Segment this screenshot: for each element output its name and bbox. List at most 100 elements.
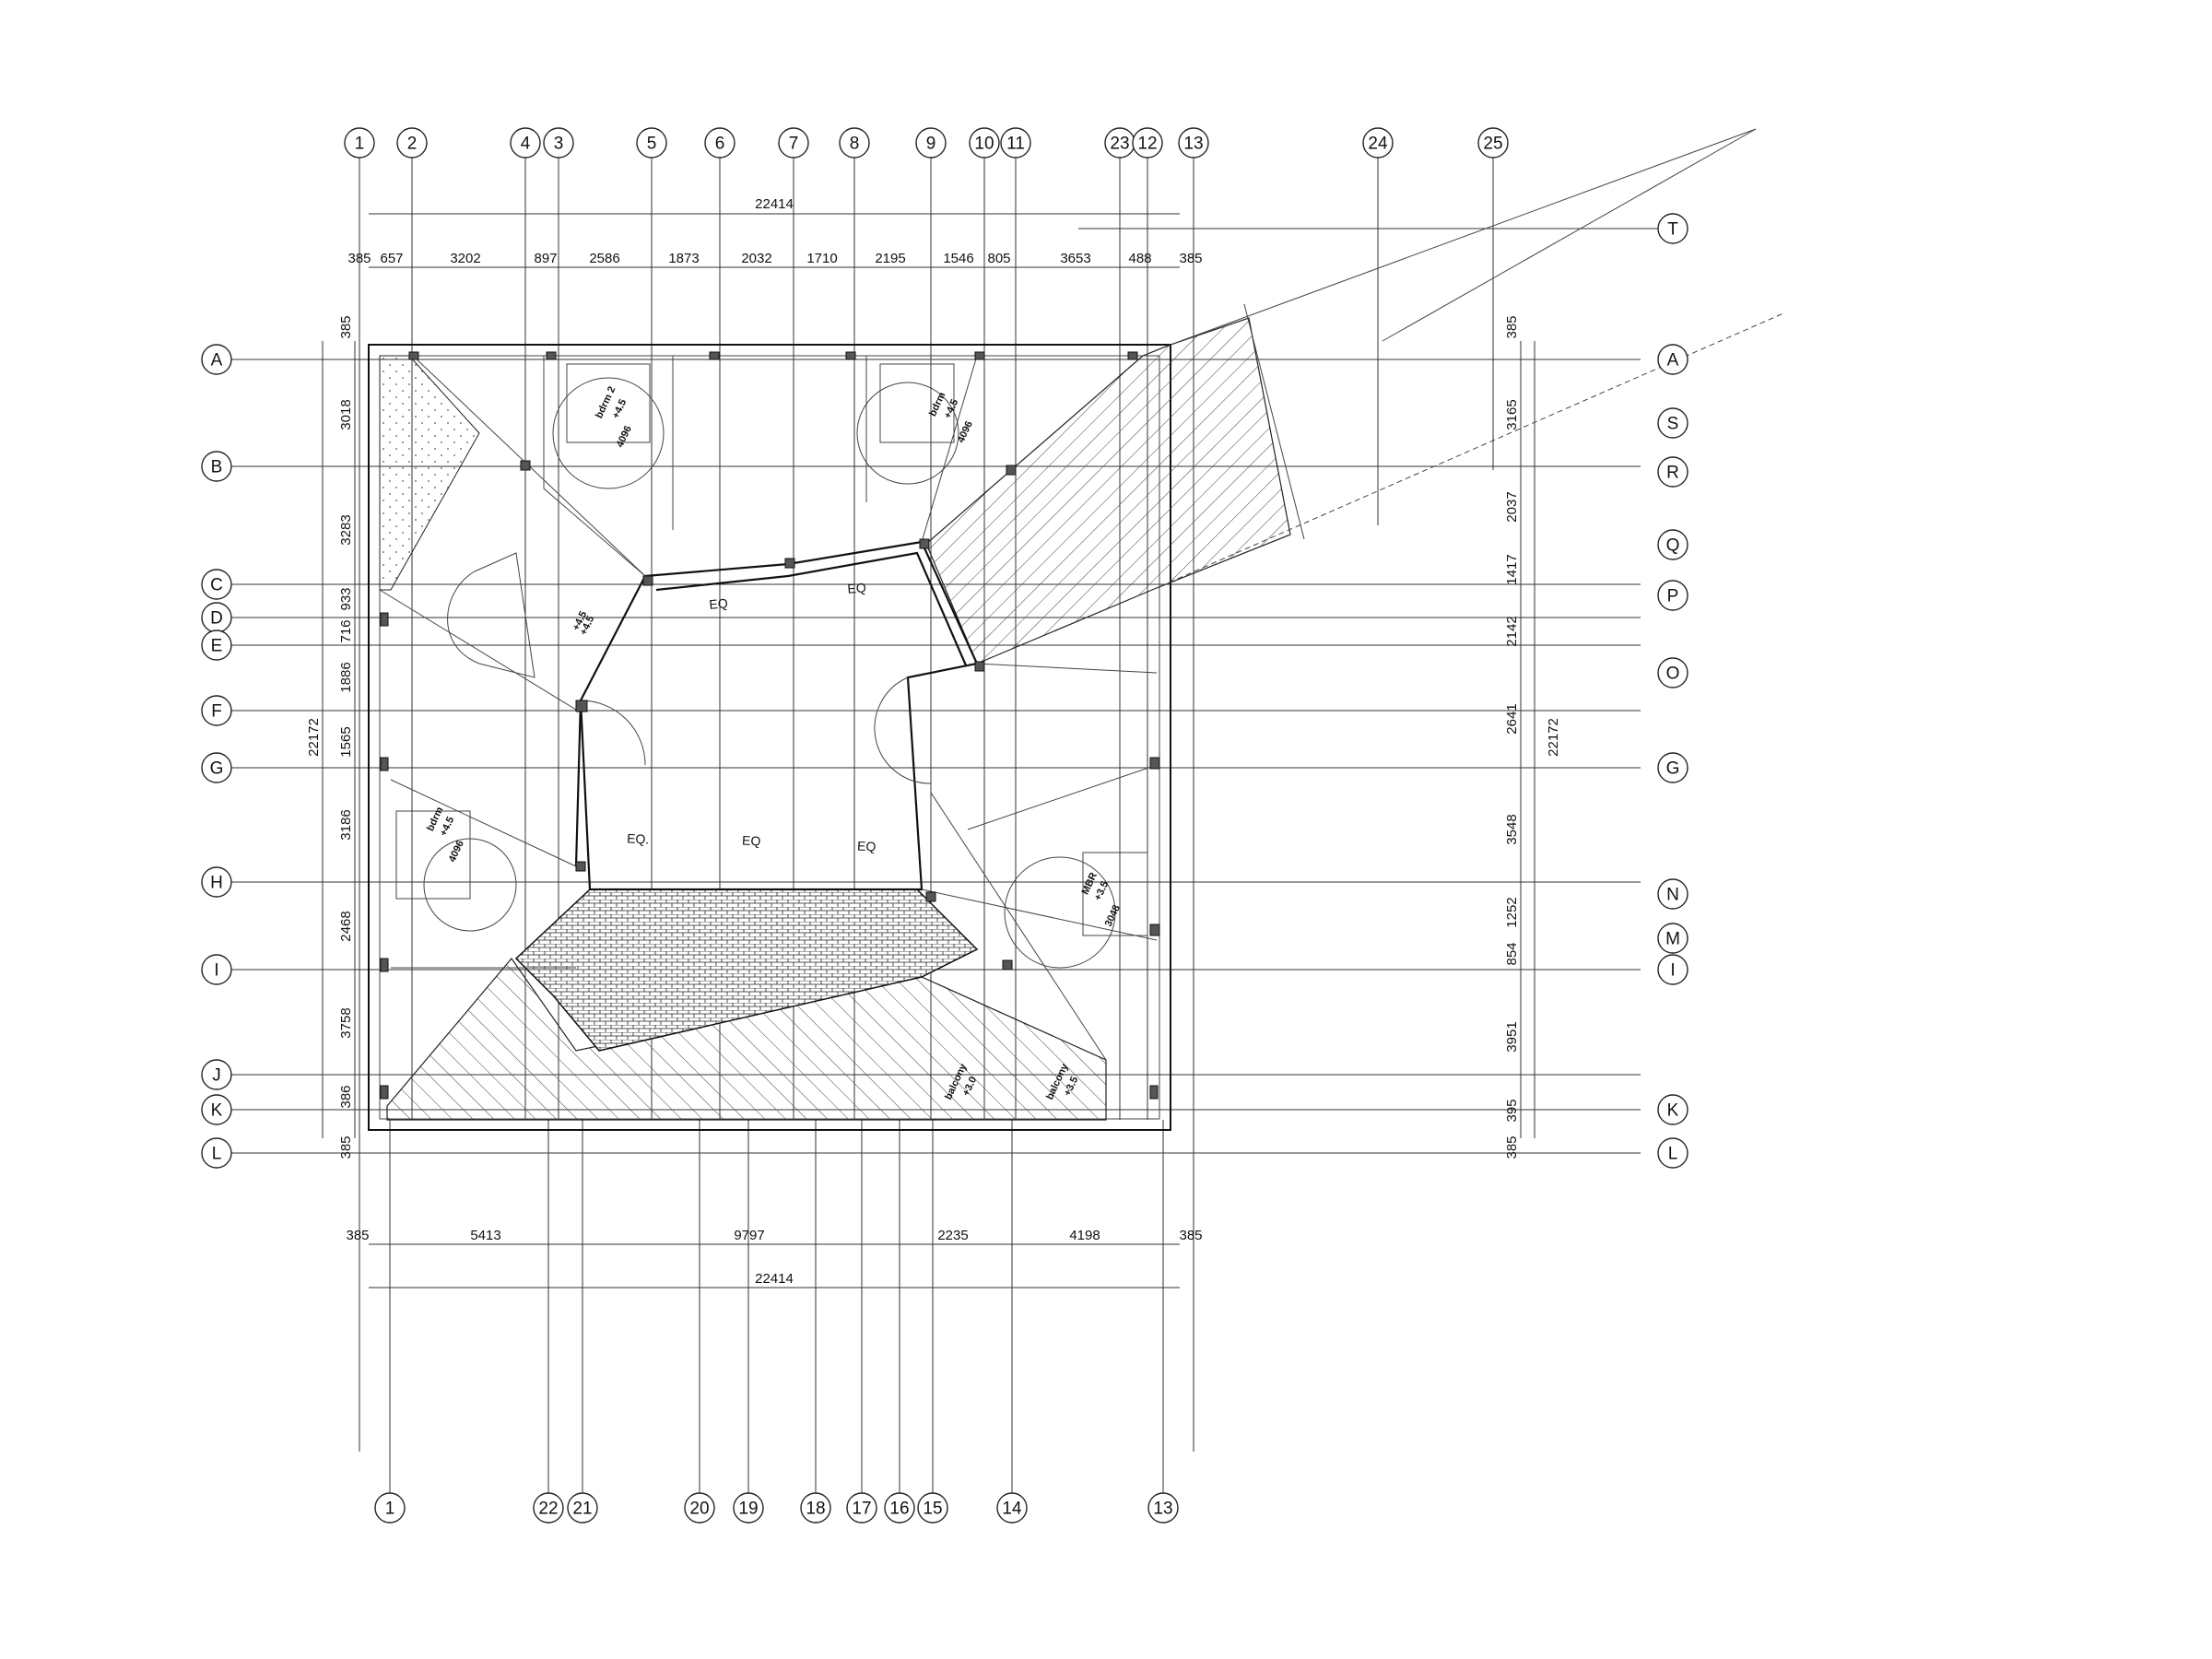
dim-right-chain: 395	[1504, 1099, 1520, 1122]
dim-left-chain: 385	[338, 1135, 354, 1159]
grid-top-7-bubble	[778, 127, 809, 159]
grid-left-I-bubble	[201, 954, 232, 985]
swing-arc	[423, 838, 517, 932]
grid-bottom-1-label: 1	[385, 1500, 395, 1519]
bed-west	[395, 810, 471, 900]
grid-right-P-bubble	[1657, 580, 1688, 611]
dim-left-chain: 716	[338, 619, 354, 642]
dim-top-chain: 805	[987, 251, 1010, 266]
grid-right-M-bubble	[1657, 923, 1688, 954]
courtyard-wall-inner	[655, 551, 968, 666]
grid-right-G-label: G	[1666, 759, 1680, 779]
partition	[921, 888, 1158, 941]
dim-left-chain: 933	[338, 587, 354, 610]
grid-bottom-1-bubble	[374, 1492, 406, 1524]
grid-bottom-17-bubble	[846, 1492, 877, 1524]
dimension-lines	[322, 213, 1535, 1288]
dim-bottom-chain: 385	[1179, 1228, 1202, 1243]
grid-top-1-label: 1	[355, 135, 365, 154]
dim-bottom-chain: 4198	[1069, 1228, 1100, 1243]
grid-top-4-label: 4	[521, 135, 531, 154]
grid-left-E-label: E	[211, 637, 223, 656]
dim-top-chain: 2032	[741, 251, 771, 266]
grid-top-10-bubble	[969, 127, 1000, 159]
eq-label: EQ.	[627, 830, 650, 846]
grid-top-1-bubble	[344, 127, 375, 159]
grid-left-A-bubble	[201, 344, 232, 375]
grid-right-I-label: I	[1670, 961, 1675, 981]
dim-left-chain: 1886	[338, 662, 354, 692]
dim-left-chain: 2468	[338, 911, 354, 941]
dim-right-chain: 2142	[1504, 616, 1520, 646]
swing-arc	[552, 377, 665, 489]
grid-top-6-label: 6	[715, 135, 725, 154]
grid-top-24-bubble	[1362, 127, 1394, 159]
eq-label: EQ	[857, 838, 877, 853]
grid-bottom-16-bubble	[884, 1492, 915, 1524]
dim-right-chain: 1417	[1504, 554, 1520, 584]
bed-bdrm	[879, 363, 955, 443]
grid-top-8-bubble	[839, 127, 870, 159]
grid-right-G-bubble	[1657, 752, 1688, 783]
grid-bottom-14-label: 14	[1002, 1500, 1022, 1519]
grid-bottom-21-bubble	[567, 1492, 598, 1524]
grid-left-G-bubble	[201, 752, 232, 783]
grid-left-J-label: J	[212, 1066, 221, 1086]
grid-bottom-18-label: 18	[806, 1500, 825, 1519]
dim-left-chain: 3758	[338, 1007, 354, 1038]
grid-right-T-label: T	[1667, 220, 1678, 240]
grid-top-9-label: 9	[926, 135, 936, 154]
room-height: 4096	[615, 424, 634, 449]
courtyard-wall	[579, 540, 979, 891]
hatched-terrace-ne	[925, 317, 1291, 665]
grid-top-3-label: 3	[554, 135, 564, 154]
grid-right-L-label: L	[1668, 1145, 1678, 1164]
grid-left-F-label: F	[211, 702, 222, 722]
room-level: +4.5	[610, 397, 629, 420]
grid-top-23-label: 23	[1110, 135, 1129, 154]
grid-bottom-18-bubble	[800, 1492, 831, 1524]
grid-right-S-bubble	[1657, 407, 1688, 439]
grid-top-4-bubble	[510, 127, 541, 159]
grid-left-I-label: I	[214, 961, 218, 981]
swing-arc	[856, 382, 959, 485]
grid-bottom-14-bubble	[996, 1492, 1028, 1524]
grid-left-K-bubble	[201, 1094, 232, 1125]
grid-right-M-label: M	[1665, 930, 1680, 949]
stair	[447, 552, 535, 678]
door-swing	[874, 677, 932, 784]
grid-right-S-label: S	[1667, 415, 1679, 434]
dim-top-chain: 1710	[806, 251, 837, 266]
dim-bottom-chain: 9797	[734, 1228, 764, 1243]
grid-left-L-label: L	[212, 1145, 222, 1164]
grid-left-H-bubble	[201, 866, 232, 898]
grid-top-5-bubble	[636, 127, 667, 159]
grid-top-2-bubble	[396, 127, 428, 159]
dim-left-chain: 3018	[338, 399, 354, 429]
grid-bottom-16-label: 16	[889, 1500, 909, 1519]
partition	[379, 589, 577, 711]
grid-right-P-label: P	[1667, 587, 1679, 606]
dim-bottom-chain: 5413	[470, 1228, 500, 1243]
grid-right-K-bubble	[1657, 1094, 1688, 1125]
grid-right-A-bubble	[1657, 344, 1688, 375]
grid-top-5-label: 5	[647, 135, 657, 154]
grid-right-R-bubble	[1657, 456, 1688, 488]
dim-right-chain: 385	[1504, 1135, 1520, 1159]
grid-top-13-label: 13	[1183, 135, 1203, 154]
dim-top-chain: 2586	[589, 251, 619, 266]
dim-left-chain: 1565	[338, 726, 354, 757]
grid-bottom-15-label: 15	[923, 1500, 942, 1519]
grid-bottom-13-bubble	[1147, 1492, 1179, 1524]
grid-left-A-label: A	[211, 351, 223, 371]
dim-right-chain: 3951	[1504, 1021, 1520, 1052]
dim-right-chain: 3548	[1504, 814, 1520, 844]
dim-right-chain: 2037	[1504, 491, 1520, 522]
dim-right-chain: 1252	[1504, 897, 1520, 927]
grid-top-10-label: 10	[974, 135, 994, 154]
dim-top-chain: 1546	[943, 251, 973, 266]
grid-top-2-label: 2	[407, 135, 418, 154]
dim-top-chain: 657	[380, 251, 403, 266]
grid-lines	[231, 158, 1658, 1493]
